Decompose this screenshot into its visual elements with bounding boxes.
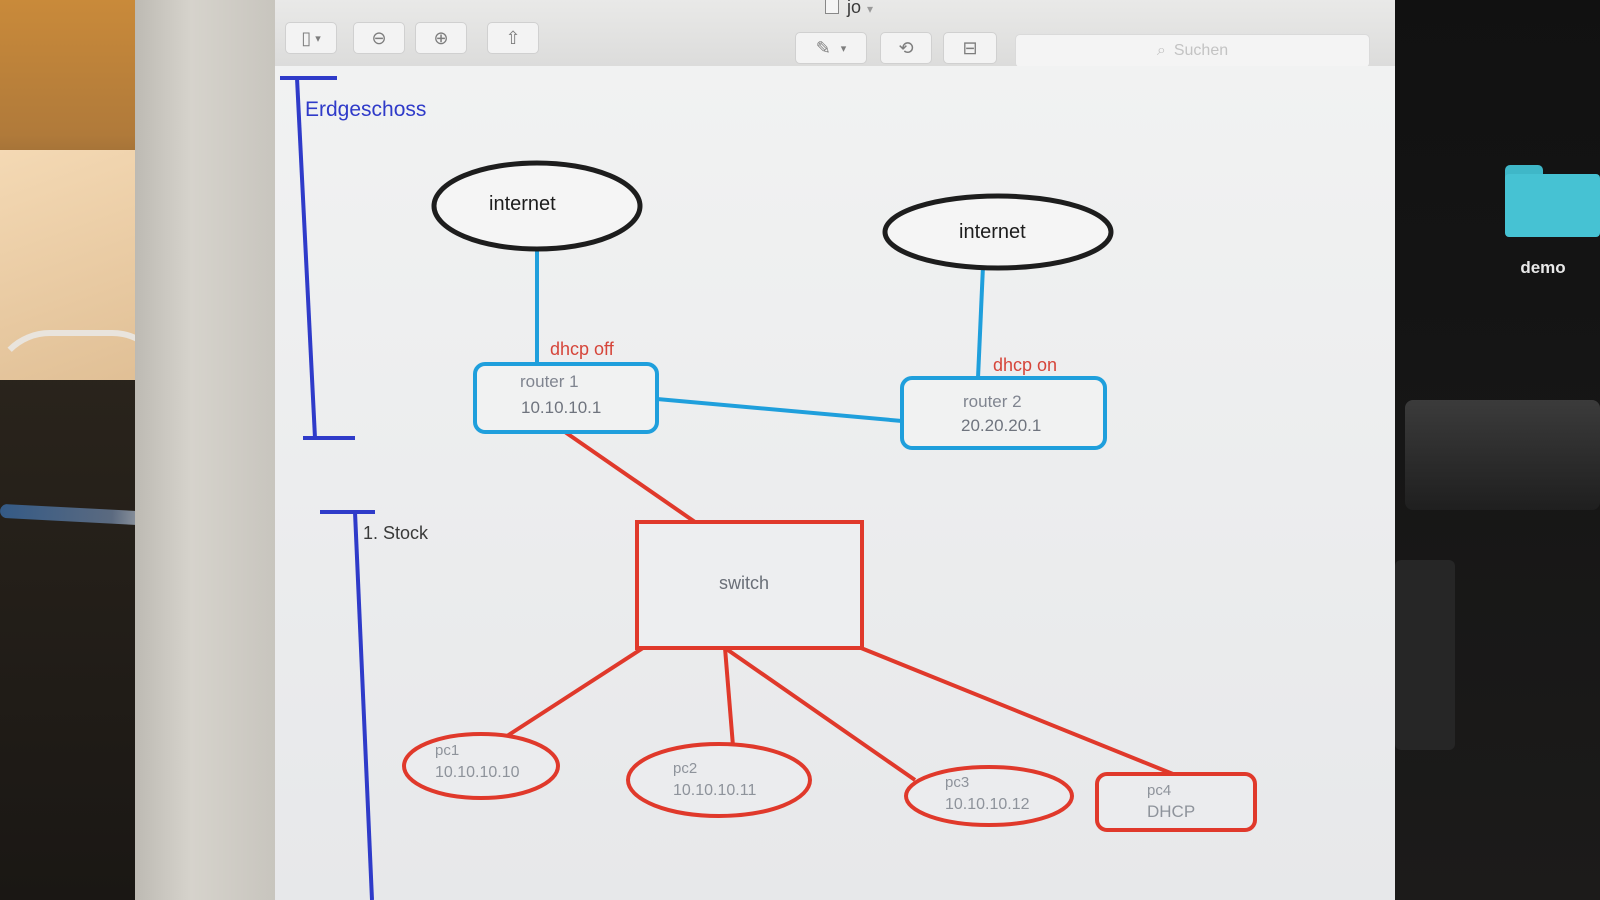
link-switch-pc3 xyxy=(723,646,917,782)
section-label-erdgeschoss: Erdgeschoss xyxy=(305,98,427,121)
pc2-name: pc2 xyxy=(673,760,698,777)
search-field[interactable]: ⌕ Suchen xyxy=(1015,34,1370,68)
network-diagram xyxy=(280,76,1257,900)
background-desktop-right xyxy=(1395,0,1600,900)
zoom-out-button[interactable]: ⊖ xyxy=(353,22,405,54)
router-2-box xyxy=(900,376,1107,450)
link-switch-pc2 xyxy=(723,647,735,747)
zoom-in-button[interactable]: ⊕ xyxy=(415,22,467,54)
chevron-down-icon: ▾ xyxy=(315,32,321,45)
pc4-ip: DHCP xyxy=(1147,802,1196,821)
chevron-down-icon: ▾ xyxy=(840,42,847,55)
pc3-name: pc3 xyxy=(945,774,970,791)
pc3-ip: 10.10.10.12 xyxy=(945,796,1030,813)
folder-icon[interactable] xyxy=(1505,165,1600,237)
pc3-node xyxy=(904,765,1074,827)
document-icon xyxy=(825,0,839,14)
link-router1-switch xyxy=(563,430,697,524)
toolbox-button[interactable]: ⊟ xyxy=(943,32,997,64)
rotate-icon: ⟲ xyxy=(898,37,914,58)
router-2-name: router 2 xyxy=(963,392,1022,411)
pc1-ip: 10.10.10.10 xyxy=(435,764,520,781)
section-label-1-stock: 1. Stock xyxy=(363,523,429,543)
window-title-text: jo xyxy=(847,0,862,17)
markup-button[interactable]: ✎▾ xyxy=(795,32,867,64)
zoom-out-icon: ⊖ xyxy=(371,27,387,48)
router-1-box xyxy=(473,362,659,434)
search-placeholder: Suchen xyxy=(1173,42,1229,59)
folder-label[interactable]: demo xyxy=(1520,258,1566,277)
internet-node-2 xyxy=(882,193,1114,271)
section-bracket-1-stock xyxy=(320,510,375,900)
pc2-node xyxy=(626,742,812,818)
toolbar: jo▾ ▯▾ ⊖ ⊕ ⇧ ✎▾ ⟲ ⊟ ⌕ Suchen xyxy=(275,0,1395,68)
link-switch-pc1 xyxy=(505,646,645,738)
router-2-ip: 20.20.20.1 xyxy=(961,416,1042,435)
link-router1-router2 xyxy=(656,397,903,423)
monitor-bezel xyxy=(135,0,275,900)
pc4-name: pc4 xyxy=(1147,782,1172,799)
share-icon: ⇧ xyxy=(505,27,521,48)
link-switch-pc4 xyxy=(860,646,1174,776)
pc1-name: pc1 xyxy=(435,742,460,759)
pc1-node xyxy=(402,732,560,800)
router-1-name: router 1 xyxy=(520,372,579,391)
background-object xyxy=(1405,400,1600,510)
router-1-dhcp-label: dhcp off xyxy=(550,339,614,359)
toolbox-icon: ⊟ xyxy=(962,37,978,58)
pc4-box xyxy=(1095,772,1257,832)
chevron-down-icon: ▾ xyxy=(867,2,874,16)
window-title[interactable]: jo ▾ xyxy=(825,0,873,18)
router-2-dhcp-label: dhcp on xyxy=(993,355,1058,375)
router-1-ip: 10.10.10.1 xyxy=(521,398,602,417)
sidebar-button[interactable]: ▯▾ xyxy=(285,22,337,54)
internet-node-1 xyxy=(431,160,643,252)
section-bracket-erdgeschoss xyxy=(280,76,355,440)
document-canvas: Erdgeschoss 1. Stock internet internet d… xyxy=(275,66,1395,900)
sidebar-icon: ▯ xyxy=(301,27,312,48)
zoom-in-icon: ⊕ xyxy=(433,27,449,48)
internet-label-1: internet xyxy=(489,193,556,215)
background-object xyxy=(1395,560,1455,750)
pc2-ip: 10.10.10.11 xyxy=(673,782,757,799)
rotate-button[interactable]: ⟲ xyxy=(880,32,932,64)
link-internet2-router2 xyxy=(976,265,985,379)
search-icon: ⌕ xyxy=(1156,42,1166,59)
internet-label-2: internet xyxy=(959,221,1026,243)
pen-icon: ✎ xyxy=(815,37,831,58)
preview-window: jo▾ ▯▾ ⊖ ⊕ ⇧ ✎▾ ⟲ ⊟ ⌕ Suchen xyxy=(275,0,1395,900)
switch-label: switch xyxy=(719,573,770,593)
switch-box xyxy=(635,520,864,650)
share-button[interactable]: ⇧ xyxy=(487,22,539,54)
